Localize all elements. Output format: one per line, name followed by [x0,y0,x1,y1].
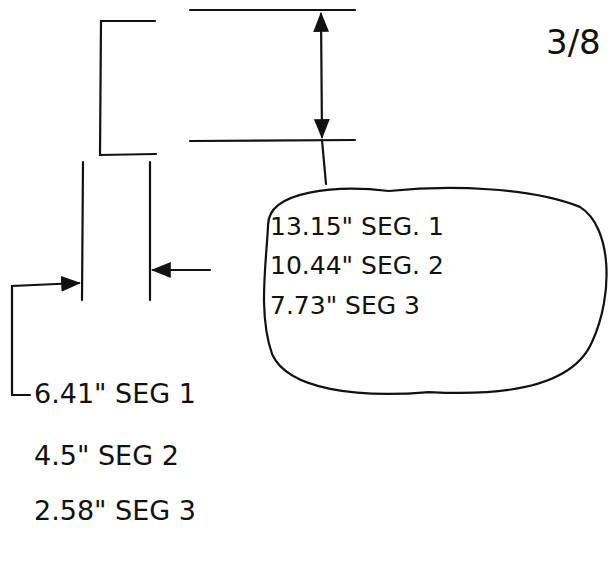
dimension-arrow [321,14,322,137]
dimension-arrow [153,269,210,271]
leader-line [322,140,326,184]
part-outline [149,162,151,300]
thickness-note: 3/8 [546,22,601,63]
dimension-value: 4.5" SEG 2 [34,440,179,472]
dimension-value: 10.44" SEG. 2 [270,250,610,281]
part-outline [190,140,355,141]
dimension-value: 2.58" SEG 3 [34,495,196,527]
callout-bubble: 13.15" SEG. 1 10.44" SEG. 2 7.73" SEG 3 [248,185,610,399]
leader-line [12,394,30,396]
dimension-value: 7.73" SEG 3 [270,290,610,321]
dimension-value: 13.15" SEG. 1 [270,211,610,242]
part-outline [190,9,355,11]
part-outline [82,162,83,300]
dimension-value: 6.41" SEG 1 [34,378,196,410]
part-outline [100,21,156,155]
